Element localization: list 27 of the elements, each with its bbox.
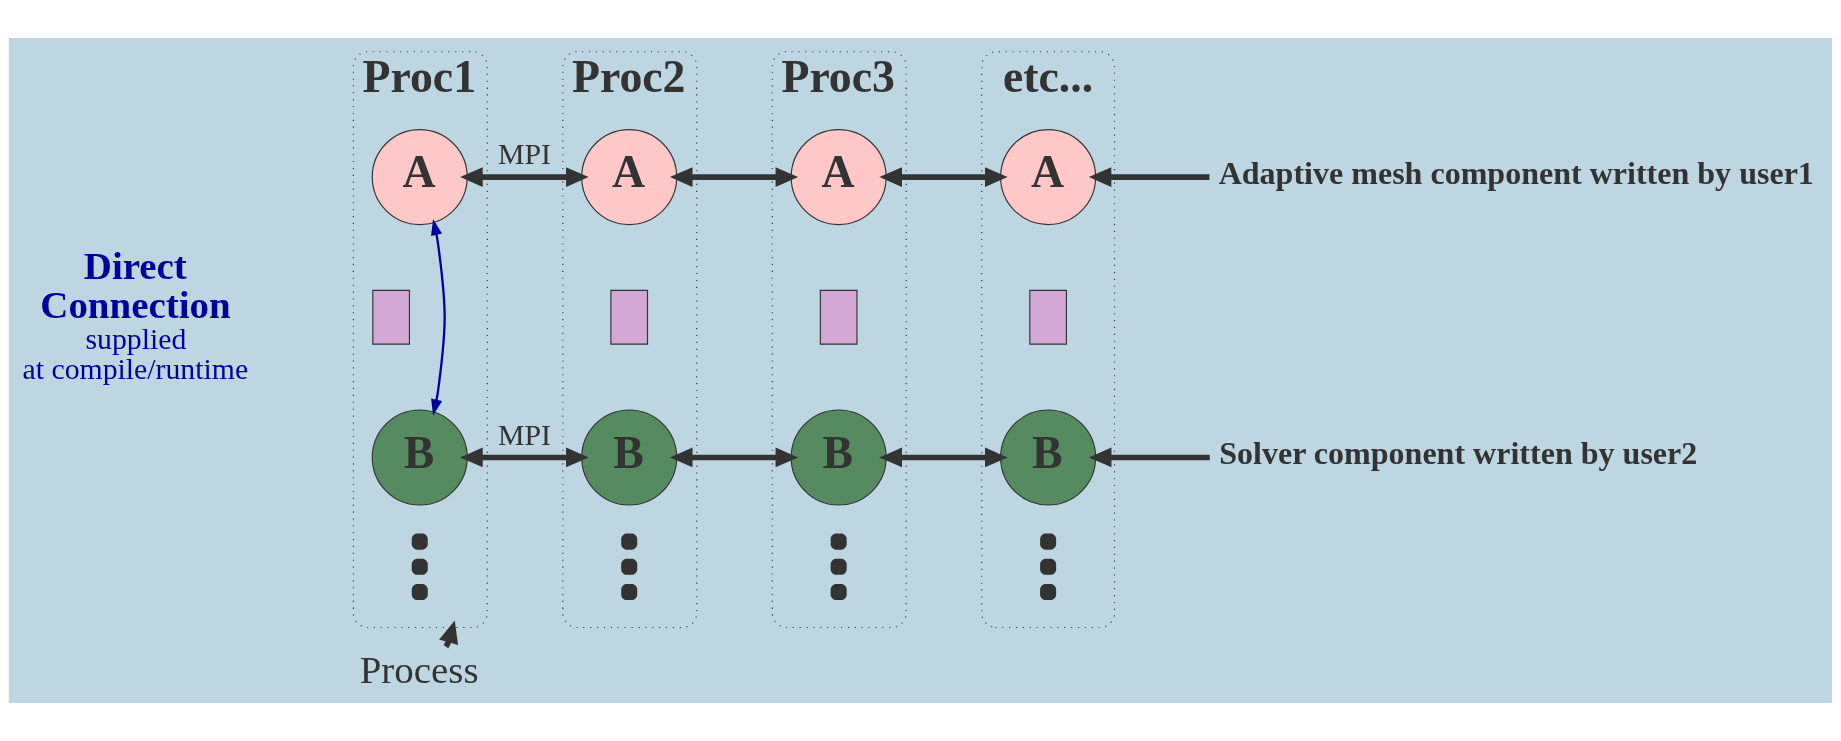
node-text: Process bbox=[359, 647, 479, 691]
arrow bbox=[879, 167, 1008, 187]
node-circle: B bbox=[790, 409, 887, 506]
node-circle: A bbox=[581, 129, 678, 226]
node-circle: B bbox=[1000, 409, 1097, 506]
arrow bbox=[1088, 167, 1210, 187]
arrow bbox=[460, 167, 589, 187]
node-circle: A bbox=[790, 129, 887, 226]
node-text: Solver component written by user2 bbox=[1219, 435, 1698, 472]
arrow bbox=[460, 447, 589, 468]
node-circle: B bbox=[371, 409, 468, 506]
edge-label: MPI bbox=[498, 137, 551, 171]
arrow bbox=[1088, 447, 1210, 468]
node-circle: B bbox=[581, 409, 678, 506]
edge-label: MPI bbox=[498, 417, 551, 451]
node-box bbox=[819, 289, 858, 345]
node-box bbox=[1029, 289, 1067, 345]
node-text: Adaptive mesh component written by user1 bbox=[1218, 154, 1814, 191]
node-text: Direct Connection supplied at compile/runtime bbox=[22, 243, 249, 385]
node-circle: A bbox=[371, 129, 468, 226]
arrow bbox=[431, 219, 446, 416]
arrow bbox=[669, 167, 799, 187]
node-circle: A bbox=[1000, 129, 1097, 226]
node-box bbox=[610, 289, 649, 345]
arrow bbox=[669, 447, 799, 468]
node-box bbox=[372, 289, 410, 345]
arrow bbox=[879, 447, 1008, 468]
